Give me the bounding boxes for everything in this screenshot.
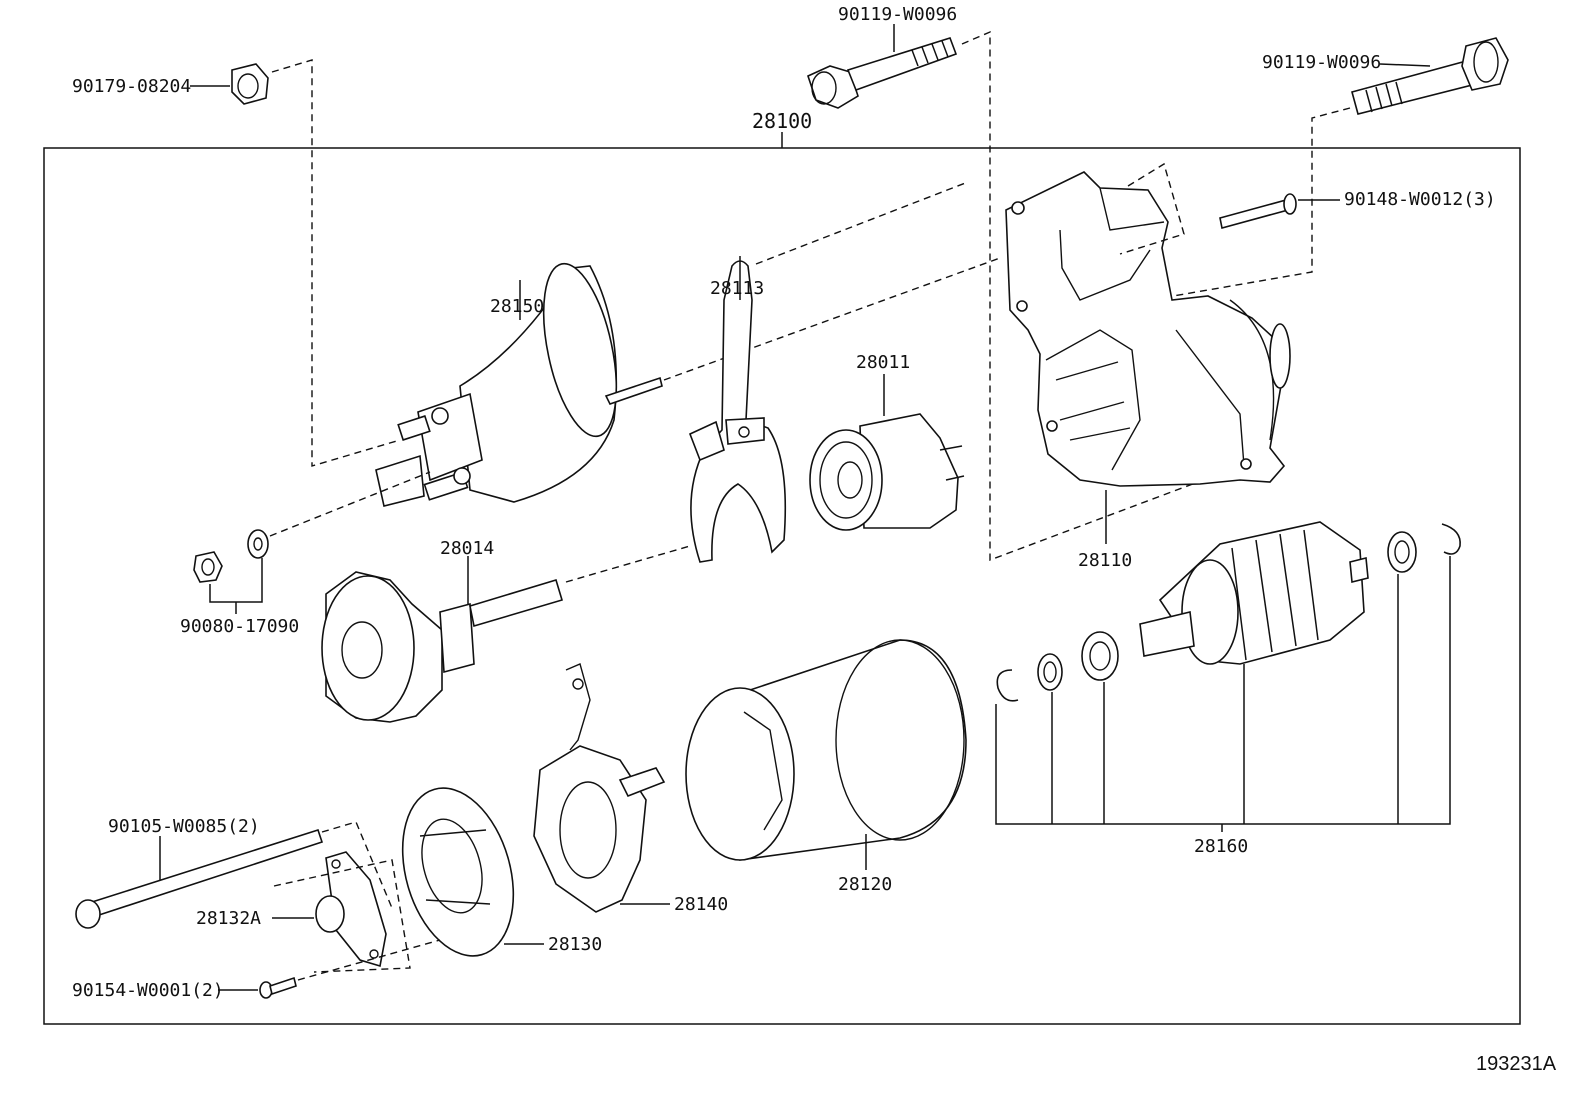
drive-housing-part (1005, 171, 1291, 487)
callout-end-screw: 90154-W0001(2) (72, 980, 224, 1001)
end-cover-part (315, 851, 387, 968)
callout-clutch: 28011 (856, 352, 910, 373)
callout-through-bolt: 90105-W0085(2) (108, 816, 260, 837)
end-frame-part (401, 787, 515, 957)
starter-clutch-part (809, 413, 965, 531)
callout-cover: 28132A (196, 908, 261, 929)
callout-bolt-top-center: 90119-W0096 (838, 4, 957, 25)
drive-lever-part (688, 260, 787, 563)
callout-bolt-top-right: 90119-W0096 (1262, 52, 1381, 73)
callout-yoke: 28120 (838, 874, 892, 895)
callout-armature-kit: 28160 (1194, 836, 1248, 857)
bolt-top-right-part (1351, 37, 1509, 115)
nut-washer-part (193, 529, 269, 583)
callout-solenoid: 28150 (490, 296, 544, 317)
callout-housing-screw: 90148-W0012(3) (1344, 189, 1496, 210)
callout-housing: 28110 (1078, 550, 1132, 571)
housing-screw-part (1219, 193, 1297, 229)
end-screw-part (259, 976, 297, 999)
figure-id: 193231A (1476, 1053, 1557, 1075)
callout-nut-top-left: 90179-08204 (72, 76, 191, 97)
yoke-part (685, 639, 967, 861)
bolt-top-center-part (807, 37, 958, 109)
callout-lever: 28113 (710, 278, 764, 299)
through-bolt-part (75, 828, 324, 929)
callout-brush-holder: 28140 (674, 894, 728, 915)
callout-gear-shaft: 28014 (440, 538, 494, 559)
assembly-label: 28100 (752, 109, 812, 133)
brush-holder-part (533, 663, 666, 913)
callout-end-frame: 28130 (548, 934, 602, 955)
nut-part (231, 63, 269, 105)
solenoid-part (375, 262, 663, 507)
gear-shaft-part (321, 571, 563, 723)
armature-part (1139, 521, 1369, 665)
armature-ring-parts (996, 523, 1461, 702)
callout-nut-washer: 90080-17090 (180, 616, 299, 637)
